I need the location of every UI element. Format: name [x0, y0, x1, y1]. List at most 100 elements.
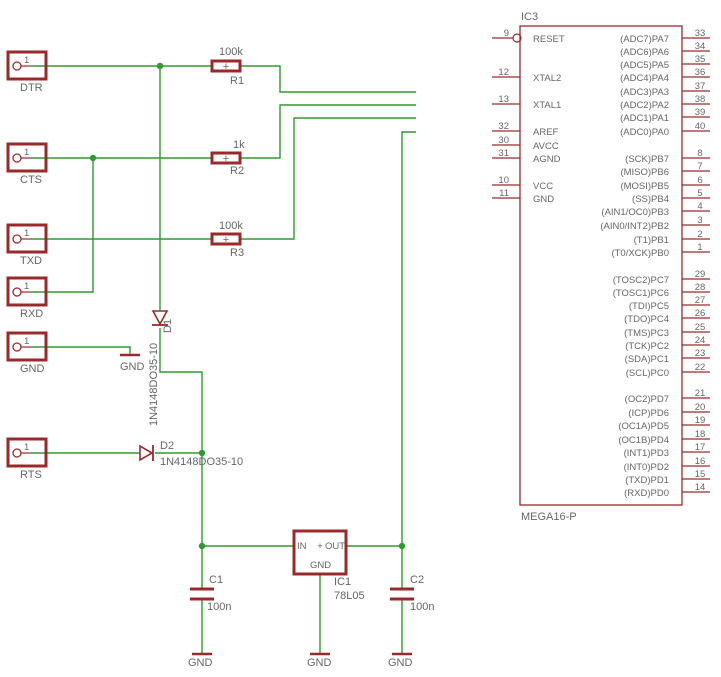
wire-gnd-connector	[31, 346, 131, 355]
connector-label-gnd: GND	[20, 363, 45, 375]
mcu-pin-name: XTAL1	[533, 100, 561, 111]
mcu-pin-number: 18	[695, 429, 706, 440]
mcu-pin-number: 5	[697, 188, 702, 199]
mcu-right-pins: 33(ADC7)PA734(ADC6)PA635(ADC5)PA536(ADC4…	[600, 28, 710, 499]
mcu-pin-name: AVCC	[533, 141, 559, 152]
connector-pin-number: 1	[24, 281, 29, 292]
mcu-pin-number: 24	[695, 335, 706, 346]
svg-text:+: +	[223, 153, 229, 165]
regulator-part: 78L05	[334, 590, 365, 602]
mcu-pin-number: 28	[695, 282, 706, 293]
mcu-pin-number: 15	[695, 469, 706, 480]
capacitor-ref-c1: C1	[209, 574, 223, 586]
mcu-pin-name: (SCK)PB7	[625, 154, 669, 165]
mcu-pin-number: 36	[695, 67, 706, 78]
gnd-symbol-c1: GND	[188, 652, 213, 669]
svg-text:+: +	[223, 234, 229, 246]
mcu-pin-number: 30	[498, 135, 509, 146]
mcu-pin-number: 38	[695, 94, 706, 105]
mcu-pin-number: 21	[695, 388, 706, 399]
mcu-pin-number: 8	[697, 148, 702, 159]
resistor-r3: + 100k R3	[210, 220, 244, 259]
mcu-pin-number: 7	[697, 161, 702, 172]
wire-rxd	[31, 158, 94, 293]
svg-text:+: +	[317, 541, 323, 552]
wire-dtr	[31, 65, 416, 93]
gnd-label: GND	[188, 657, 213, 669]
regulator-pin-out: OUT	[325, 541, 345, 552]
connector-gnd: 1 GND	[6, 331, 48, 375]
mcu-body	[519, 25, 683, 506]
gnd-symbol-connector: GND	[120, 353, 145, 373]
mcu-pin-name: (MOSI)PB5	[620, 181, 669, 192]
mcu-pin-number: 33	[695, 28, 706, 39]
connector-rts: 1 RTS	[6, 437, 48, 481]
connector-label-txd: TXD	[20, 255, 42, 267]
mcu-pin-number: 29	[695, 269, 706, 280]
mcu-pin-name: (TOSC2)PC7	[613, 275, 669, 286]
mcu-pin-number: 34	[695, 41, 706, 52]
mcu-pin-number: 6	[697, 175, 702, 186]
mcu-pin-name: XTAL2	[533, 73, 561, 84]
resistor-r1: + 100k R1	[210, 46, 244, 87]
resistor-ref-r2: R2	[230, 165, 244, 177]
connector-pin-number: 1	[24, 442, 29, 453]
mcu-pin-number: 17	[695, 442, 706, 453]
capacitor-c2: C2 100n	[390, 574, 434, 613]
regulator-pin-in: IN	[297, 541, 307, 552]
mcu-pin-number: 4	[697, 201, 702, 212]
wire-d1	[159, 66, 203, 546]
connector-pin-number: 1	[24, 55, 29, 66]
mcu-pin-number: 12	[498, 67, 509, 78]
junction-reg-out	[398, 542, 406, 550]
mcu-pin-name: (MISO)PB6	[620, 167, 669, 178]
mcu-pin-number: 35	[695, 54, 706, 65]
capacitor-value-c2: 100n	[410, 601, 434, 613]
svg-text:+: +	[223, 61, 229, 73]
mcu-pin-number: 11	[499, 188, 509, 199]
mcu-pin-name: (SS)PB4	[632, 194, 669, 205]
mcu-pin-number: 19	[695, 415, 706, 426]
mcu-pin-number: 31	[498, 148, 509, 159]
mcu-pin-number: 16	[695, 456, 706, 467]
mcu-pin-number: 22	[695, 362, 706, 373]
mcu-pin-name: (SCL)PC0	[626, 368, 669, 379]
diode-part-d1: 1N4148DO35-10	[148, 343, 160, 426]
mcu-pin-name: RESET	[533, 34, 565, 45]
connector-label-cts: CTS	[20, 174, 42, 186]
mcu-pin-name: VCC	[533, 181, 553, 192]
capacitor-ref-c2: C2	[410, 574, 424, 586]
mcu-pin-name: (TOSC1)PC6	[613, 288, 669, 299]
mcu-pin-number: 39	[695, 107, 706, 118]
junction-cts	[89, 154, 97, 162]
mcu-ic3: IC3 MEGA16-P 9RESET12XTAL213XTAL132AREF3…	[492, 11, 710, 523]
capacitor-c1: C1 100n	[190, 574, 231, 613]
mcu-pin-number: 23	[695, 348, 706, 359]
connector-label-dtr: DTR	[20, 82, 43, 94]
connector-pin-number: 1	[24, 336, 29, 347]
mcu-pin-number: 14	[695, 482, 706, 493]
mcu-pin-number: 9	[504, 28, 509, 39]
mcu-pin-name: (OC1A)PD5	[618, 421, 669, 432]
mcu-pin-number: 2	[697, 229, 702, 240]
mcu-ref: IC3	[521, 11, 538, 23]
mcu-pin-name: (INT0)PD2	[624, 462, 669, 473]
wire-cts	[31, 104, 416, 159]
connector-rxd: 1 RXD	[6, 276, 48, 320]
mcu-pin-name: GND	[533, 194, 554, 205]
wire-txd	[31, 117, 416, 240]
mcu-pin-number: 25	[695, 322, 706, 333]
mcu-pin-number: 20	[695, 402, 706, 413]
resistor-value-r1: 100k	[219, 46, 243, 58]
wires	[31, 62, 416, 654]
mcu-pin-number: 13	[498, 94, 509, 105]
mcu-pin-name: AREF	[533, 127, 559, 138]
regulator-ref: IC1	[334, 576, 351, 588]
mcu-pin-name: (INT1)PD3	[624, 448, 669, 459]
mcu-pin-name: (TMS)PC3	[624, 328, 669, 339]
wire-reg-out	[346, 131, 416, 588]
mcu-pin-name: (TDI)PC5	[629, 301, 669, 312]
capacitor-value-c1: 100n	[207, 601, 231, 613]
connector-cts: 1 CTS	[6, 142, 48, 186]
